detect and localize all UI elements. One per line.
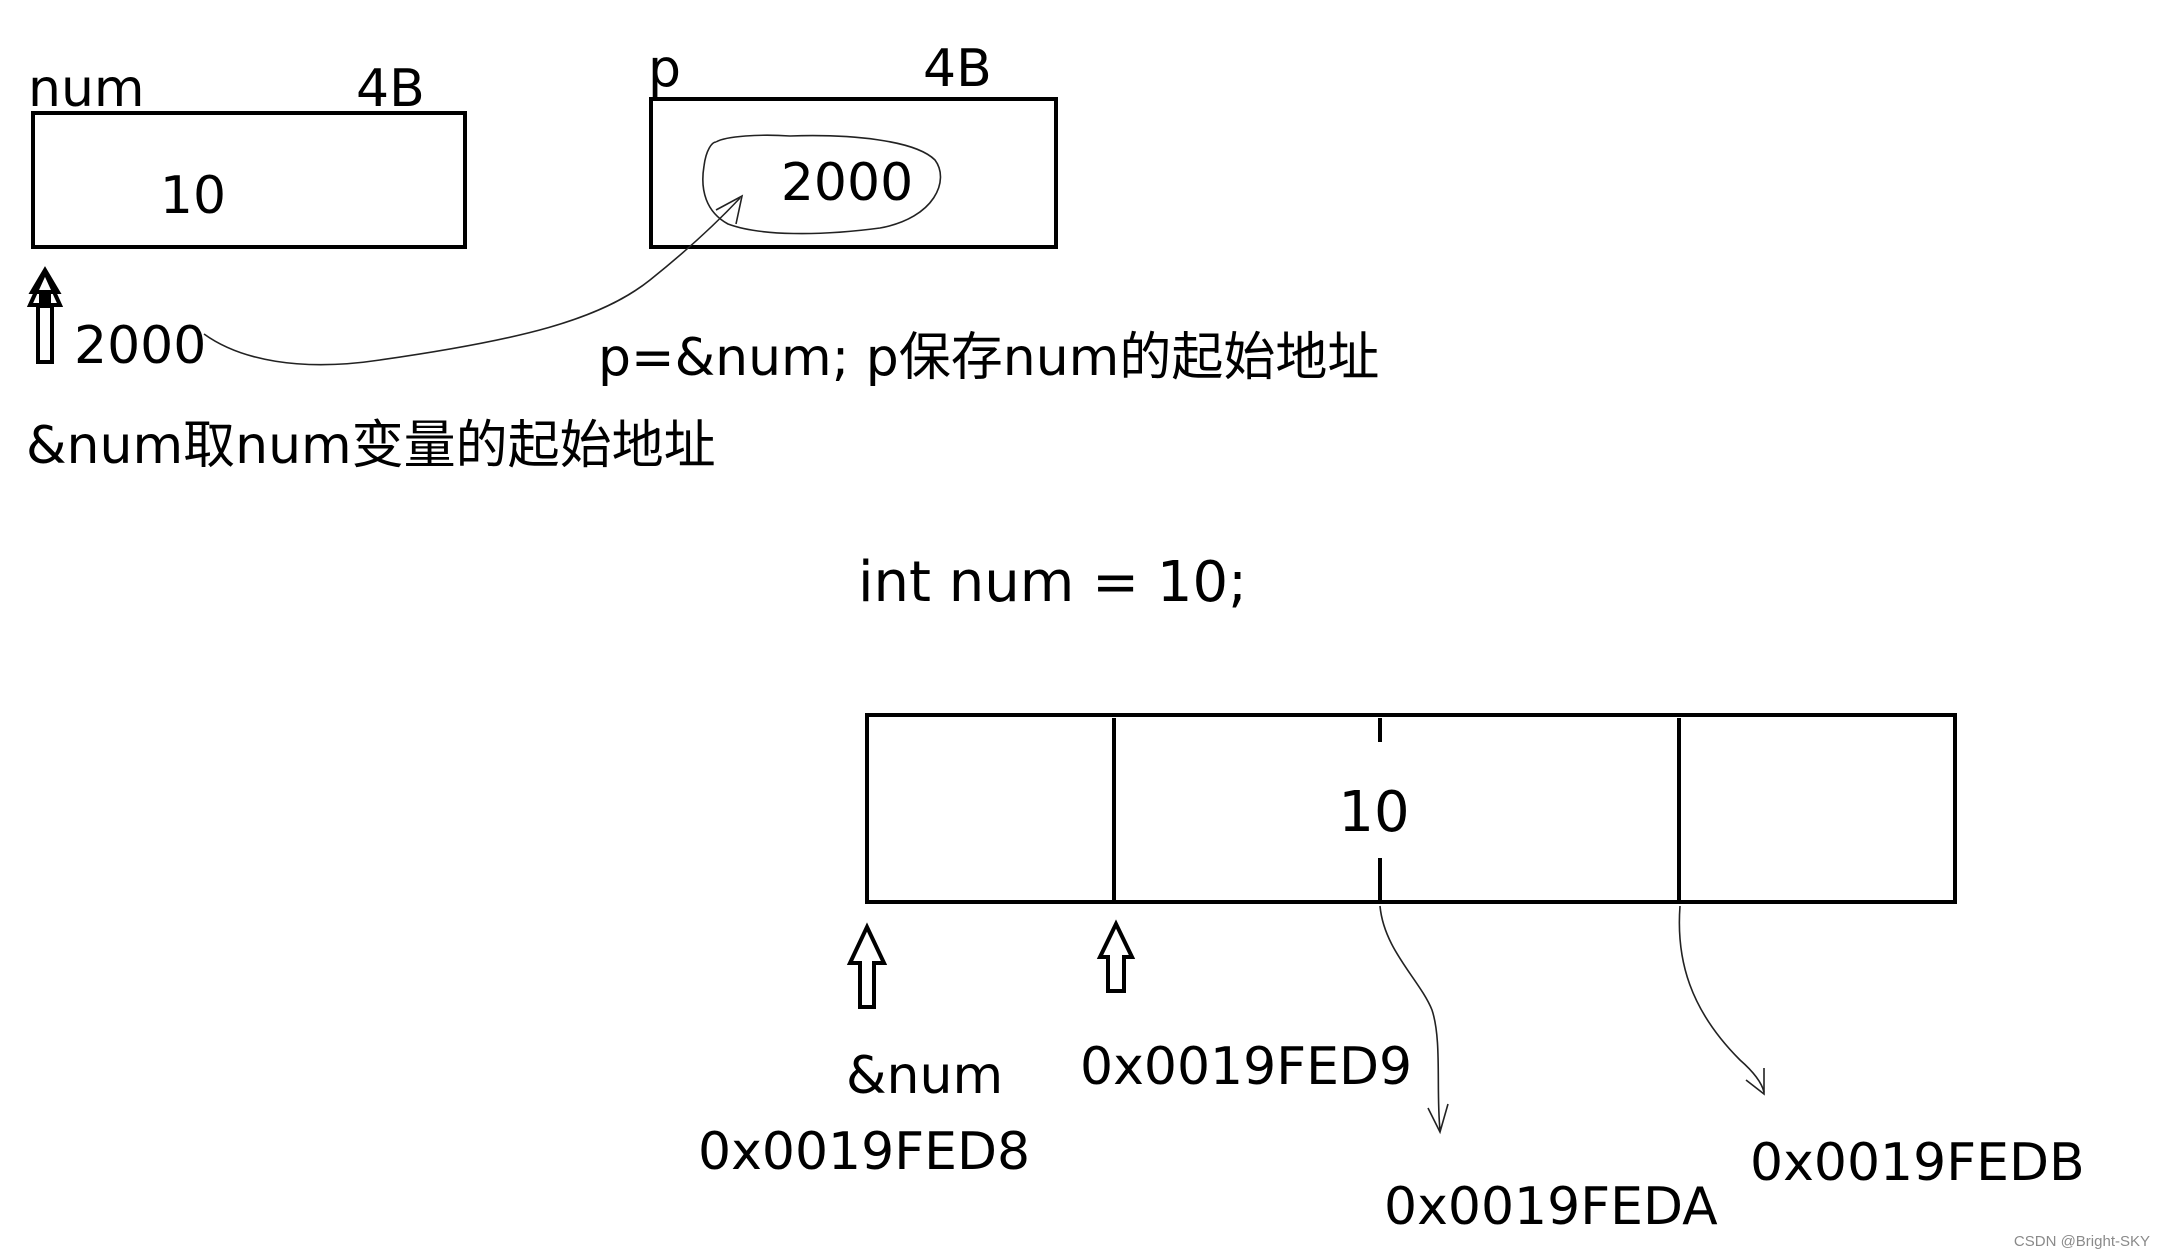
memory-block: 10 [865, 713, 1957, 904]
num-size-label: 4B [356, 59, 425, 119]
num-address-value: 2000 [74, 316, 206, 376]
declaration-text: int num = 10; [858, 550, 1247, 615]
memory-block-outline [865, 713, 1957, 904]
p-size-label: 4B [923, 39, 992, 99]
num-name-label: num [28, 59, 145, 119]
address-byte-3: 0x0019FEDB [1750, 1133, 2085, 1193]
num-variable: num 4B 10 [28, 59, 467, 249]
num-memory-box [31, 111, 467, 249]
highlight-circle [702, 134, 942, 235]
address-of-caption: &num取num变量的起始地址 [26, 416, 716, 476]
byte2-arrowhead-icon [1427, 1103, 1449, 1135]
num-value: 10 [160, 166, 226, 226]
p-variable: p 4B 2000 [648, 39, 1058, 249]
byte0-up-arrow-icon [846, 922, 888, 1009]
watermark: CSDN @Bright-SKY [2014, 1233, 2150, 1250]
memory-block-value: 10 [1338, 780, 1409, 845]
address-link-arrowhead-icon [715, 194, 744, 225]
num-address-arrow-icon [26, 266, 64, 364]
p-memory-box [649, 97, 1058, 249]
address-byte-2: 0x0019FEDA [1384, 1177, 1718, 1237]
byte2-curve-arrow [1379, 905, 1441, 1131]
byte1-up-arrow-icon [1096, 919, 1136, 993]
byte3-arrowhead-icon [1745, 1068, 1765, 1096]
addr-of-num-label: &num [846, 1046, 1003, 1106]
address-byte-1: 0x0019FED9 [1080, 1037, 1412, 1097]
byte3-curve-arrow [1678, 905, 1765, 1093]
p-name-label: p [648, 39, 681, 99]
p-value: 2000 [781, 153, 913, 213]
address-byte-0: 0x0019FED8 [698, 1122, 1030, 1182]
pointer-caption: p=&num; p保存num的起始地址 [598, 328, 1379, 388]
address-link-curve [203, 197, 741, 366]
